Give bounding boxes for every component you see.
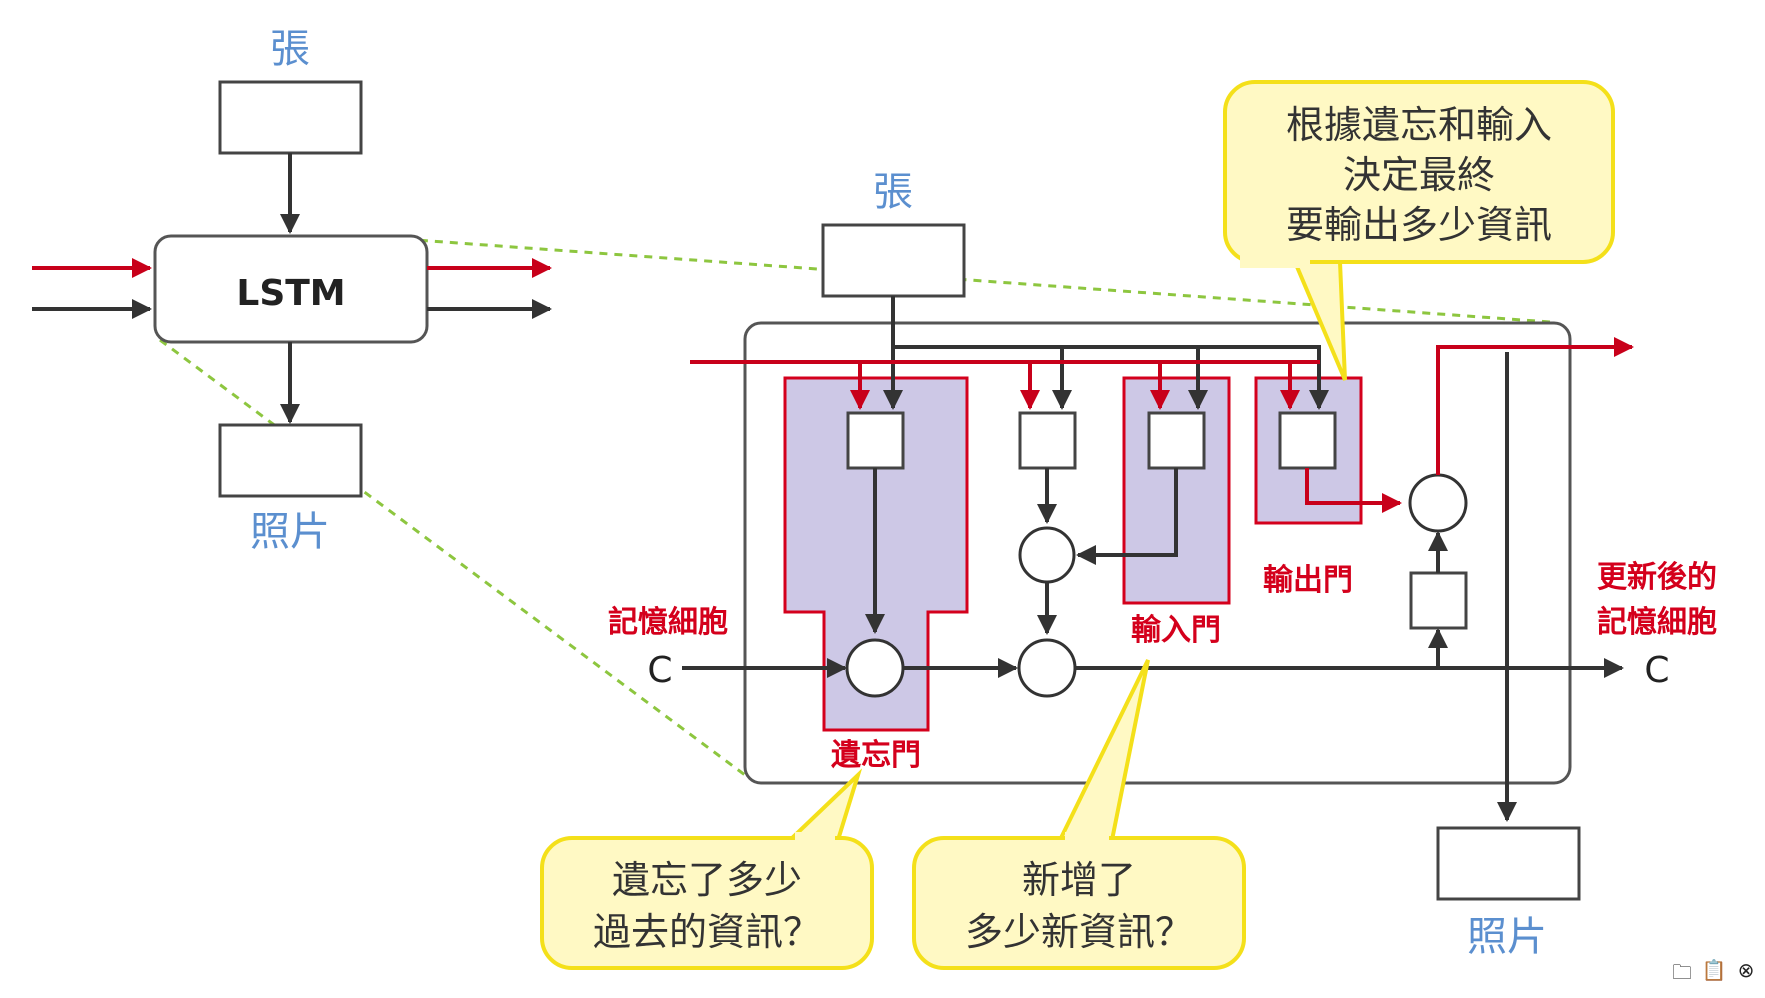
output-gate-label: 輸出門 (1263, 563, 1353, 598)
lstm-block-label: LSTM (236, 273, 345, 314)
updated-cell-label-2: 記憶細胞 (1597, 605, 1717, 640)
callout-output: 根據遺忘和輸入 決定最終 要輸出多少資訊 (1223, 80, 1615, 381)
input-gate-label: 輸入門 (1131, 613, 1221, 648)
overview-input-box (218, 80, 363, 155)
overview-output-box (218, 423, 363, 498)
callout-input-line-2: 多少新資訊？ (965, 910, 1193, 954)
callout-output-line-2: 決定最終 (1343, 153, 1495, 197)
lstm-cell-detail: 張 (608, 169, 1717, 960)
callout-forget: 遺忘了多少 過去的資訊？ (540, 768, 874, 970)
updated-cell-label-1: 更新後的 (1597, 560, 1717, 595)
memory-cell-label: 記憶細胞 (608, 605, 728, 640)
overview-lstm: 張 LSTM 照片 (32, 26, 552, 555)
overview-output-label: 照片 (250, 509, 330, 555)
callout-output-line-1: 根據遺忘和輸入 (1286, 103, 1552, 147)
detail-input-label: 張 (873, 169, 913, 215)
output-multiply-node (1408, 473, 1468, 533)
output-tanh-box (1409, 571, 1468, 630)
folder-icon[interactable]: 🗀 (1672, 960, 1692, 984)
candidate-tanh-box (1018, 411, 1077, 470)
c-out-label: C (1644, 650, 1669, 691)
tray-icons: 🗀 📋 ⊗ (1669, 958, 1759, 992)
cell-add-node (1017, 638, 1077, 698)
callout-input-line-1: 新增了 (1022, 858, 1136, 902)
forget-gate-label: 遺忘門 (831, 738, 921, 773)
detail-input-box (821, 223, 966, 298)
callout-input: 新增了 多少新資訊？ (912, 659, 1246, 970)
overview-input-label: 張 (270, 26, 310, 72)
forget-sigmoid-box (846, 411, 905, 470)
input-multiply-node (1018, 526, 1076, 584)
callout-forget-line-2: 過去的資訊？ (593, 910, 821, 954)
hidden-state-out-arrow (1436, 337, 1634, 475)
clipboard-icon[interactable]: 📋 (1701, 958, 1727, 982)
callout-output-line-3: 要輸出多少資訊 (1286, 203, 1552, 247)
forget-multiply-node (845, 638, 905, 698)
detail-output-box (1436, 826, 1581, 901)
close-circle-icon[interactable]: ⊗ (1737, 958, 1755, 982)
detail-output-label: 照片 (1467, 914, 1547, 960)
c-in-label: C (647, 650, 672, 691)
output-sigmoid-box (1278, 411, 1337, 470)
input-sigmoid-box (1147, 411, 1206, 470)
callout-forget-line-1: 遺忘了多少 (612, 858, 802, 902)
